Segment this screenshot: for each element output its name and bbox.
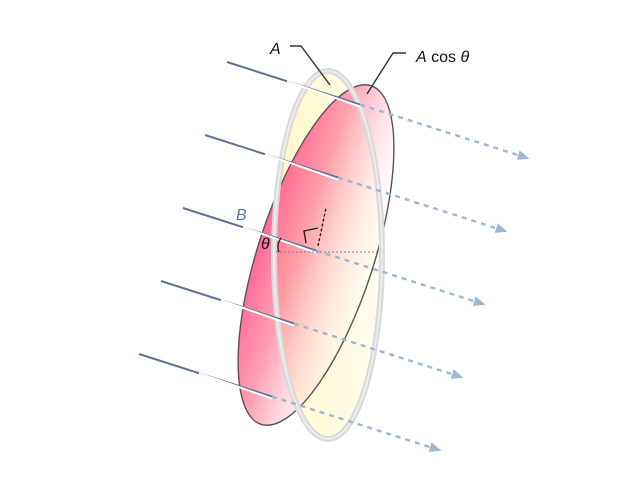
right-angle-mark xyxy=(303,227,319,244)
field-line-highlight xyxy=(198,372,273,400)
area-ring-inner xyxy=(273,70,383,440)
angle-label: θ xyxy=(261,236,270,253)
projected-leader-line xyxy=(366,52,406,95)
field-lines xyxy=(138,61,530,452)
field-label: B xyxy=(236,207,247,224)
angle-arc xyxy=(277,237,282,253)
projected-area-label-a: A xyxy=(415,49,427,66)
projected-area-label-cos: cos xyxy=(427,49,461,66)
field-line-highlight xyxy=(286,80,361,108)
projected-area-label: A cos θ xyxy=(415,49,469,66)
area-leader-line xyxy=(290,45,331,86)
field-line-arrow xyxy=(293,322,464,379)
area-label: A xyxy=(269,41,281,58)
field-line-arrow xyxy=(315,249,486,306)
field-line-arrow xyxy=(359,103,530,160)
field-line-highlight xyxy=(220,299,295,327)
normal-vector xyxy=(276,207,380,253)
projected-area-label-theta: θ xyxy=(460,49,469,66)
field-line-arrow xyxy=(271,395,442,452)
field-line-arrow xyxy=(337,176,508,233)
field-line-highlight xyxy=(264,153,339,181)
